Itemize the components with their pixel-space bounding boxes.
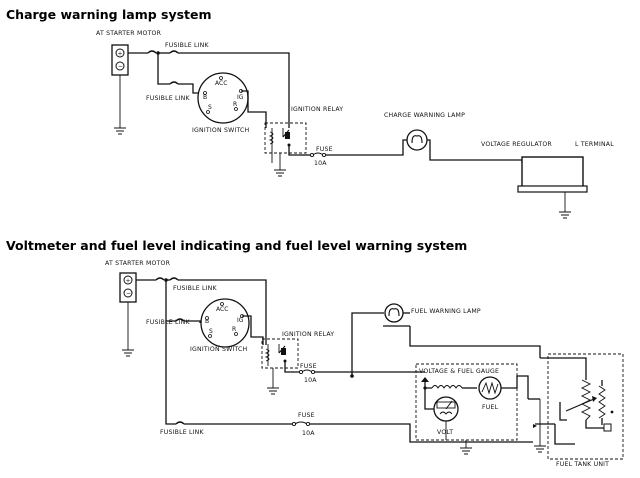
fusible-link-side-label-2: FUSIBLE LINK xyxy=(146,319,191,326)
charge-warning-diagram: Charge warning lamp system AT STARTER MO… xyxy=(6,7,614,219)
fuse-a-rating: 10A xyxy=(304,377,317,384)
ignition-relay-label-2: IGNITION RELAY xyxy=(282,331,334,338)
fuel-lamp-label: FUEL WARNING LAMP xyxy=(411,308,481,315)
lamp-icon xyxy=(406,129,428,151)
svg-text:ACC: ACC xyxy=(215,80,227,87)
fuse-label: FUSE xyxy=(316,146,333,153)
svg-text:S: S xyxy=(208,104,212,111)
svg-text:ACC: ACC xyxy=(216,306,228,313)
l-terminal-label: L TERMINAL xyxy=(575,141,614,148)
fuel-gauge-label: FUEL xyxy=(482,404,499,411)
starter-motor-label: AT STARTER MOTOR xyxy=(96,30,162,37)
fuel-lamp-icon xyxy=(384,303,404,323)
fusible-link-top-label-2: FUSIBLE LINK xyxy=(173,285,218,292)
fuel-tank-box xyxy=(547,353,624,460)
starter-terminal: + − xyxy=(111,44,129,76)
ignition-relay-label: IGNITION RELAY xyxy=(291,106,343,113)
fuse-b-label: FUSE xyxy=(298,412,315,419)
ignition-relay-2 xyxy=(261,338,300,373)
fuse-a-label: FUSE xyxy=(300,363,317,370)
svg-text:+: + xyxy=(126,278,131,285)
fusible-link-side-label: FUSIBLE LINK xyxy=(146,95,191,102)
voltage-regulator-label: VOLTAGE REGULATOR xyxy=(481,141,552,148)
fusible-link-bottom-label: FUSIBLE LINK xyxy=(160,429,205,436)
ignition-switch: ACC B IG S R xyxy=(197,72,249,124)
fuel-tank-sender xyxy=(528,357,614,445)
diagram2-title: Voltmeter and fuel level indicating and … xyxy=(6,238,467,253)
svg-text:B: B xyxy=(203,94,207,101)
voltmeter-fuel-diagram: Voltmeter and fuel level indicating and … xyxy=(6,238,624,468)
fuel-tank-label: FUEL TANK UNIT xyxy=(556,461,609,468)
charge-lamp-label: CHARGE WARNING LAMP xyxy=(384,112,465,119)
ignition-switch-label-2: IGNITION SWITCH xyxy=(190,346,248,353)
starter-terminal-2: + − xyxy=(119,272,137,303)
svg-text:R: R xyxy=(233,101,237,108)
ignition-relay xyxy=(264,122,307,163)
svg-text:−: − xyxy=(126,290,131,297)
svg-text:B: B xyxy=(205,318,209,325)
ground-icon xyxy=(114,127,126,135)
voltmeter-gauge xyxy=(433,396,459,422)
svg-text:R: R xyxy=(232,326,236,333)
voltage-regulator xyxy=(517,156,588,193)
fuse-b-rating: 10A xyxy=(302,430,315,437)
svg-text:IG: IG xyxy=(237,317,244,324)
diagram1-title: Charge warning lamp system xyxy=(6,7,212,22)
svg-text:−: − xyxy=(118,63,123,70)
fuse-rating: 10A xyxy=(314,160,327,167)
fuel-gauge xyxy=(478,376,502,400)
svg-text:S: S xyxy=(209,328,213,335)
gauge-box xyxy=(415,363,518,441)
starter-motor-label-2: AT STARTER MOTOR xyxy=(105,260,171,267)
ignition-switch-label: IGNITION SWITCH xyxy=(192,127,250,134)
svg-text:IG: IG xyxy=(237,94,244,101)
ignition-switch-2: ACC B IG S R xyxy=(200,298,250,348)
gauge-box-label: VOLTAGE & FUEL GAUGE xyxy=(419,368,499,375)
volt-label: VOLT xyxy=(437,429,453,436)
svg-text:+: + xyxy=(118,51,123,58)
fusible-link-top-label: FUSIBLE LINK xyxy=(165,42,210,49)
